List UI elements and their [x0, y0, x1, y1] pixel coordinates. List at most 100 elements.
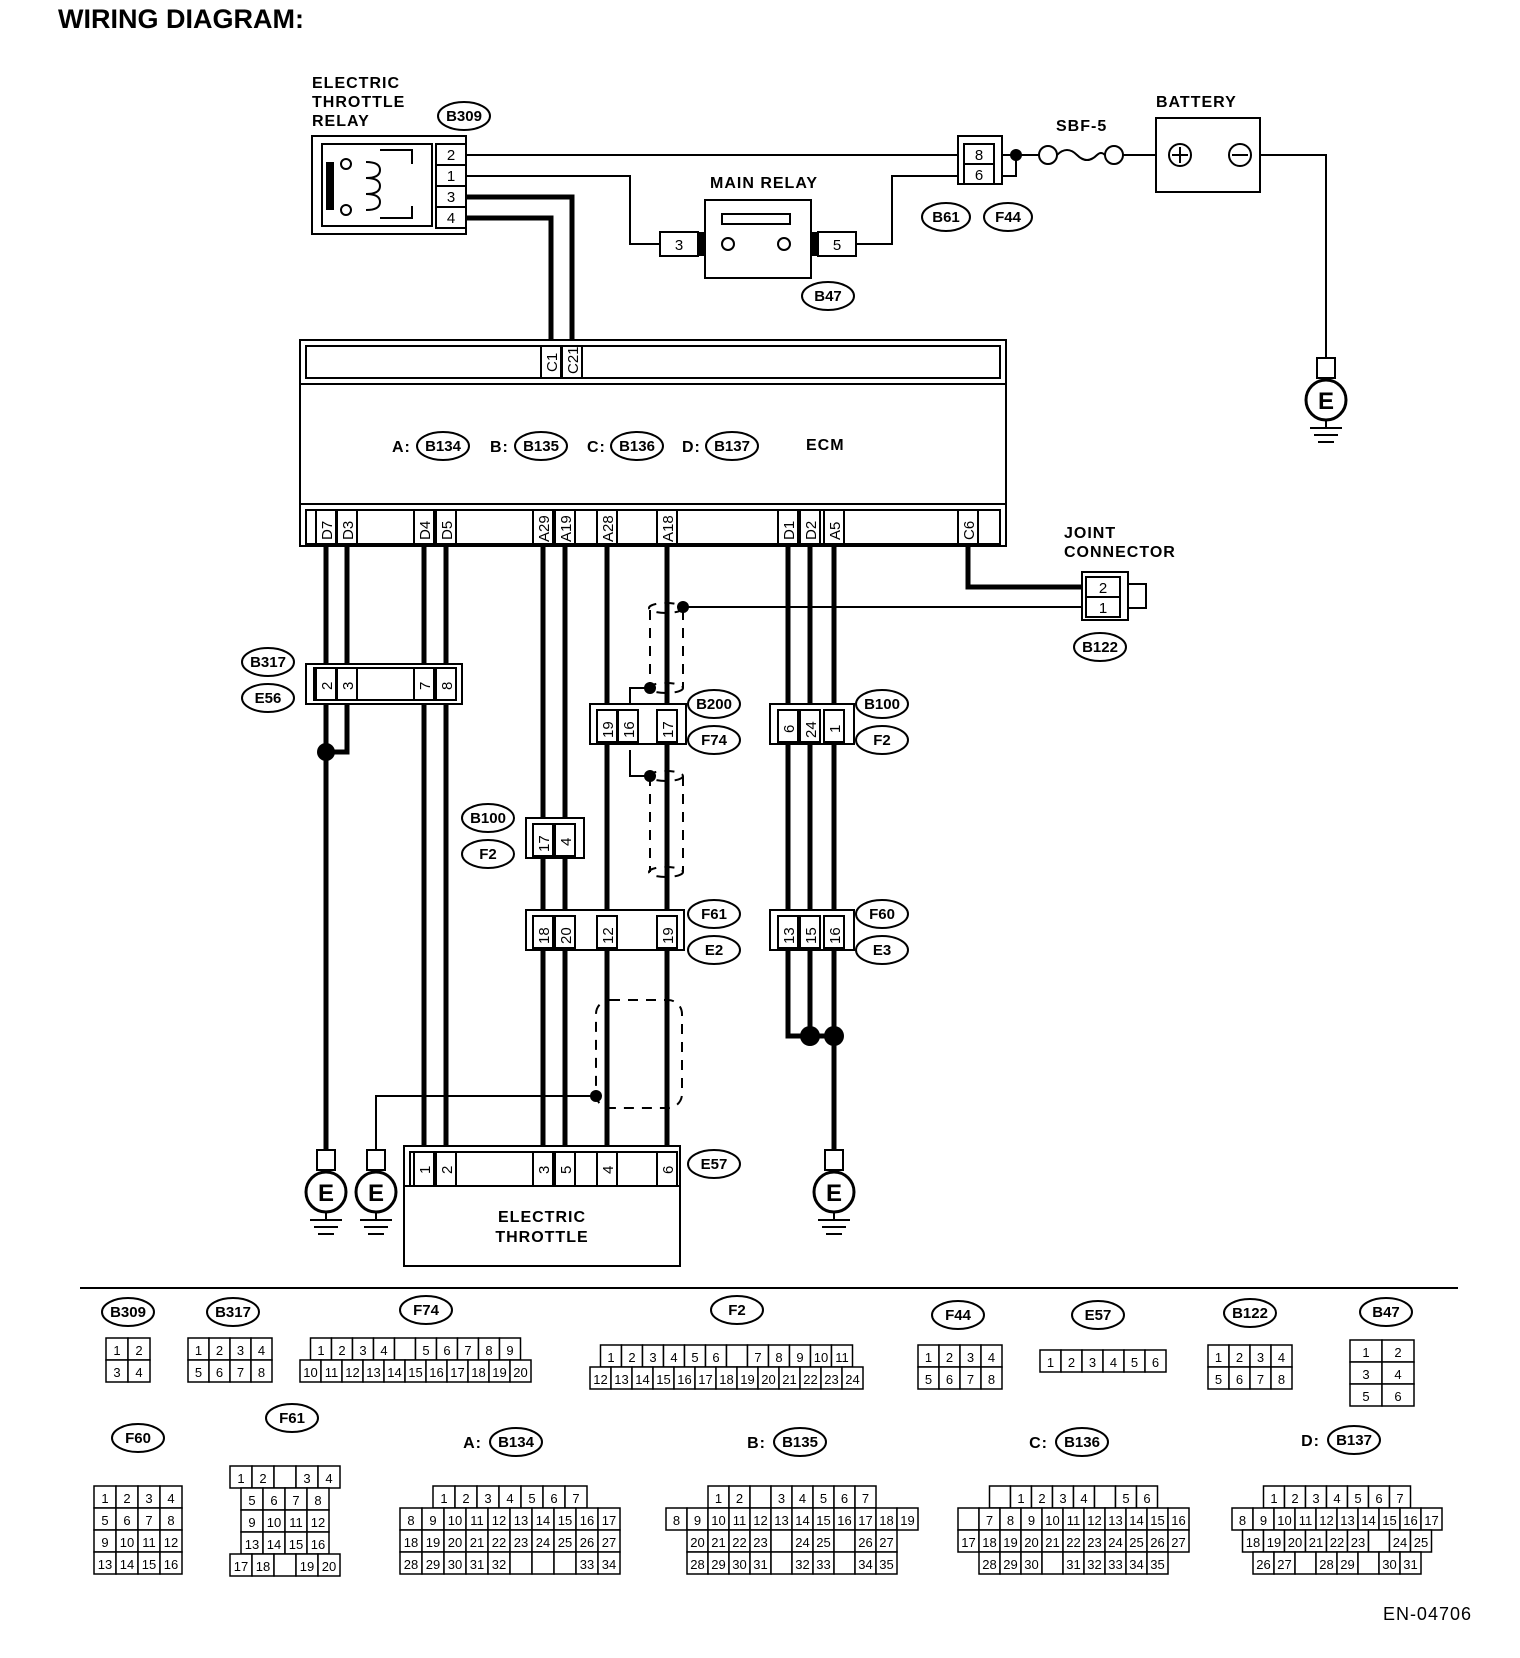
- connector-cell-pin: 5: [925, 1372, 932, 1387]
- connector-cell-pin: 17: [858, 1513, 872, 1528]
- connector-cell-pin: 6: [550, 1491, 557, 1506]
- ecm-bottom-pin: A29: [536, 515, 553, 542]
- connector-cell-pin: 21: [470, 1535, 484, 1550]
- junction-shield-top: [677, 601, 689, 613]
- connector-cell-pin: 3: [649, 1350, 656, 1365]
- connector-cell-pin: 9: [796, 1350, 803, 1365]
- electric-throttle: 1 2 3 5 4 6 ELECTRIC THROTTLE E57: [403, 1145, 741, 1267]
- connector-cell-pin: 2: [736, 1491, 743, 1506]
- connector-cell-pin: 5: [1354, 1491, 1361, 1506]
- connector-cell-pin: 19: [426, 1535, 440, 1550]
- connector-tag-label: B309: [446, 108, 482, 125]
- connector-cell-pin: 1: [1047, 1355, 1054, 1370]
- throttle-relay: ELECTRIC THROTTLE RELAY 2 1 3 4 B309: [311, 75, 491, 235]
- connector-cell-pin: 4: [1278, 1350, 1285, 1365]
- connector-cell-pin: 18: [982, 1535, 996, 1550]
- connector-view-tag: [773, 1427, 827, 1457]
- connector-cell-pin: 3: [1089, 1355, 1096, 1370]
- connector-cell-pin: 3: [237, 1343, 244, 1358]
- connector-cell-pin: 2: [259, 1471, 266, 1486]
- main-relay-coil: [721, 213, 791, 225]
- connector-cell-pin: 6: [443, 1343, 450, 1358]
- connector-cell-pin: 6: [1394, 1389, 1401, 1404]
- connector-cell-pin: 14: [536, 1513, 550, 1528]
- connector-cell: [1399, 1551, 1422, 1575]
- connector-cell-pin: 2: [1394, 1345, 1401, 1360]
- connector-cell-pin: 16: [164, 1557, 178, 1572]
- connector-cell: [1167, 1529, 1190, 1553]
- connector-cell: [250, 1359, 273, 1383]
- connector-cell: [833, 1551, 856, 1575]
- connector-cell-pin: 34: [858, 1557, 872, 1572]
- connector-cell-pin: 29: [1003, 1557, 1017, 1572]
- main-relay: MAIN RELAY 3 5 B47: [659, 175, 857, 311]
- wire-relay-to-main-relay: [466, 175, 660, 245]
- pin: 5: [558, 1166, 575, 1174]
- connector-cell-pin: 7: [986, 1513, 993, 1528]
- connector-cell-pin: 14: [120, 1557, 134, 1572]
- connector-cell: [841, 1366, 864, 1390]
- connector-cell-pin: 4: [1394, 1367, 1401, 1382]
- pin: 2: [439, 1166, 456, 1174]
- pin: 7: [417, 682, 434, 690]
- connector-cell-pin: 13: [614, 1372, 628, 1387]
- connector-view-tag: [489, 1427, 543, 1457]
- throttle-label-2: THROTTLE: [495, 1229, 588, 1246]
- pin: 16: [621, 721, 638, 738]
- connector-cell-pin: 13: [1108, 1513, 1122, 1528]
- pin: 16: [827, 927, 844, 944]
- connector-cell-pin: 34: [1129, 1557, 1143, 1572]
- connector-view-prefix: A:: [463, 1435, 482, 1452]
- connector-view-id: F2: [728, 1302, 746, 1319]
- connector-cell-pin: 5: [691, 1350, 698, 1365]
- shield-upper: [649, 610, 684, 688]
- joint-label-2: CONNECTOR: [1064, 544, 1176, 561]
- junction-d1-d2: [800, 1026, 820, 1046]
- connector-cell-pin: 18: [404, 1535, 418, 1550]
- connector-cell-pin: 12: [311, 1515, 325, 1530]
- connector-cell-pin: 1: [113, 1343, 120, 1358]
- connector-cell-pin: 14: [635, 1372, 649, 1387]
- pin: 13: [781, 927, 798, 944]
- relay-contact-top: [340, 158, 352, 170]
- connector-view-id: B309: [110, 1304, 146, 1321]
- connector-cell-pin: 20: [322, 1559, 336, 1574]
- connector-cell-pin: 2: [1038, 1491, 1045, 1506]
- page-title: WIRING DIAGRAM:: [58, 4, 304, 34]
- connector-cell-pin: 19: [492, 1365, 506, 1380]
- connector-cell-pin: 5: [101, 1513, 108, 1528]
- connector-cell-pin: 10: [711, 1513, 725, 1528]
- connector-cell-pin: 15: [656, 1372, 670, 1387]
- ground-label: E: [826, 1180, 842, 1207]
- ecm-bottom-pins: D7 D3 D4 D5 A29 A19 A28 A18 D1 D2 A5 C6: [315, 509, 979, 545]
- wire-relay-c1: [466, 215, 554, 346]
- connector-tag-label: B100: [470, 810, 506, 827]
- connector-cell-pin: 25: [558, 1535, 572, 1550]
- connector-cell-pin: 11: [1067, 1513, 1081, 1528]
- connector-cell-pin: 16: [580, 1513, 594, 1528]
- connector-cell-pin: 24: [845, 1372, 859, 1387]
- connector-view-prefix: C:: [1029, 1435, 1048, 1452]
- connector-cell: [127, 1359, 151, 1383]
- ecm-bottom-pin: D4: [417, 521, 434, 540]
- connector-cell-pin: 3: [484, 1491, 491, 1506]
- connector-cell-pin: 10: [267, 1515, 281, 1530]
- connector-cell-pin: 19: [740, 1372, 754, 1387]
- connector-cell-pin: 8: [407, 1513, 414, 1528]
- connector-cell-pin: 15: [1150, 1513, 1164, 1528]
- joint-label-1: JOINT: [1064, 525, 1116, 542]
- ecm-bottom-pin: C6: [961, 521, 978, 540]
- connector-cell-pin: 1: [607, 1350, 614, 1365]
- relay-coil-icon: [365, 161, 382, 211]
- connector-cell-pin: 20: [761, 1372, 775, 1387]
- connector-view-id: B317: [215, 1304, 251, 1321]
- connector-cell-pin: 2: [946, 1350, 953, 1365]
- connector-cell-pin: 3: [145, 1491, 152, 1506]
- connector-view-id: B136: [1064, 1434, 1100, 1451]
- fuse-terminal: [1038, 145, 1058, 165]
- connector-cell: [1041, 1551, 1064, 1575]
